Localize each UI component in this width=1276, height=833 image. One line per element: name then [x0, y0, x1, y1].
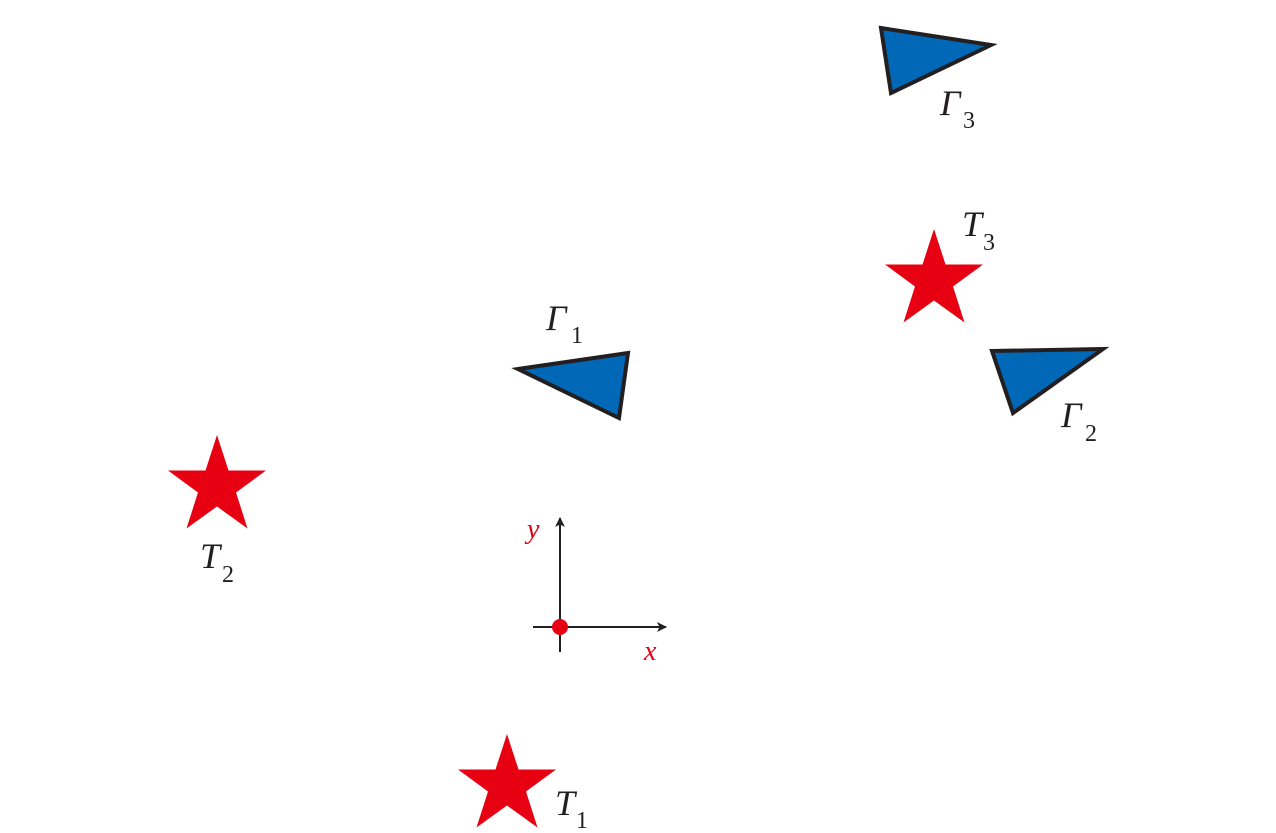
svg-text:3: 3	[963, 108, 975, 134]
svg-text:T: T	[200, 536, 223, 576]
target-2-label: T 2	[200, 536, 234, 588]
target-2-star	[168, 435, 266, 529]
y-axis-label: y	[524, 514, 540, 545]
svg-text:3: 3	[983, 230, 995, 256]
sensor-3-triangle	[878, 25, 998, 96]
svg-text:1: 1	[576, 808, 588, 833]
svg-text:2: 2	[1085, 421, 1097, 447]
svg-text:Γ: Γ	[1060, 395, 1083, 435]
svg-text:Γ: Γ	[939, 83, 962, 123]
target-1-label: T 1	[555, 783, 588, 833]
sensor-2-triangle	[989, 346, 1110, 417]
svg-text:Γ: Γ	[545, 298, 568, 338]
target-1-star	[458, 734, 556, 828]
svg-text:1: 1	[571, 323, 583, 349]
coordinate-frame: x y	[524, 514, 667, 667]
svg-text:2: 2	[222, 562, 234, 588]
target-3-label: T 3	[962, 204, 995, 256]
x-axis-label: x	[643, 636, 657, 667]
sensor-2-label: Γ 2	[1060, 395, 1097, 447]
origin-point	[552, 619, 568, 635]
target-3-star	[885, 229, 983, 323]
svg-text:T: T	[962, 204, 985, 244]
svg-text:T: T	[555, 783, 578, 823]
sensor-1-label: Γ 1	[545, 298, 583, 349]
sensor-3-label: Γ 3	[939, 83, 975, 134]
sensor-1-triangle	[511, 350, 631, 422]
